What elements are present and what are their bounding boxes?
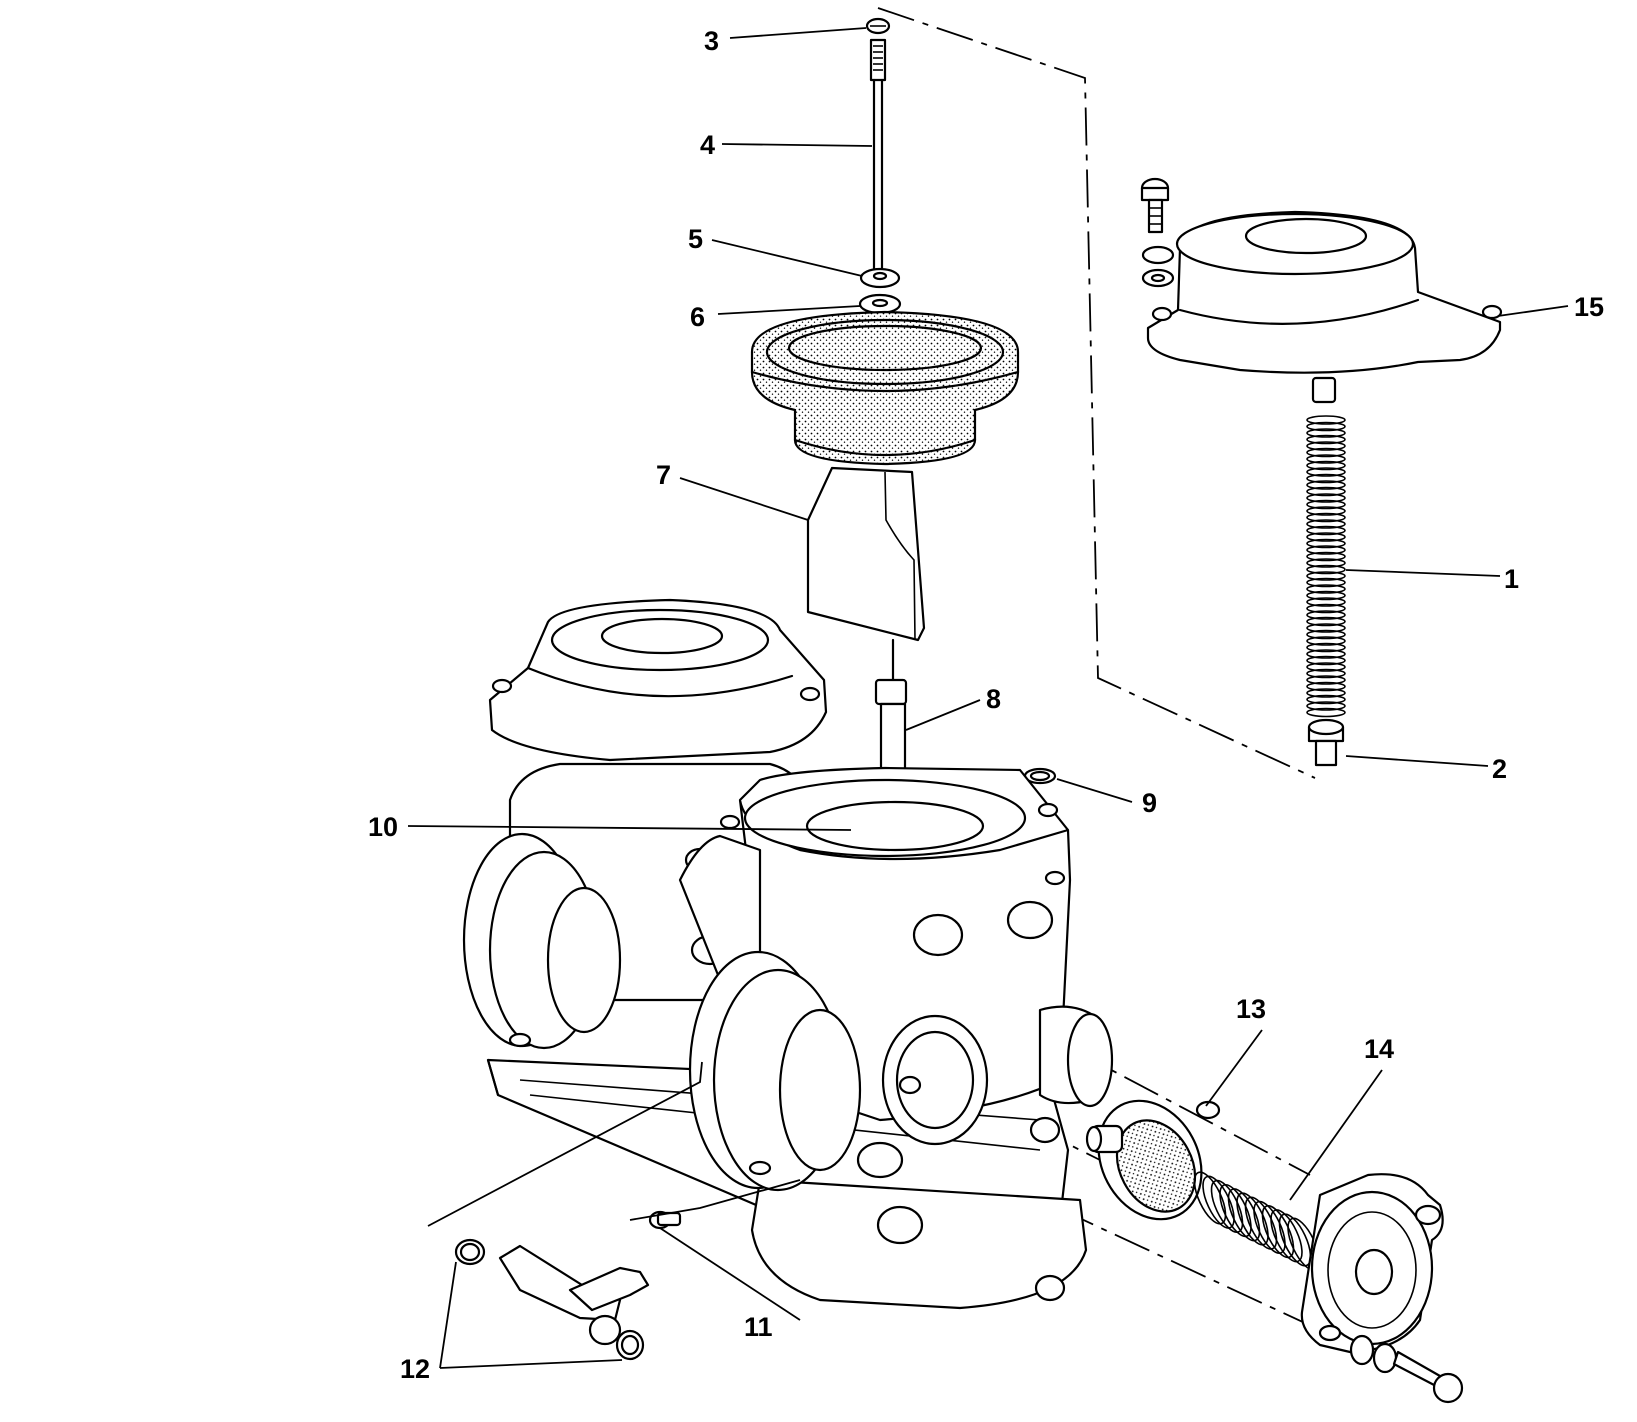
spring-coil xyxy=(1306,551,1346,562)
diaphragm-cover xyxy=(1300,1173,1444,1354)
spring-coil xyxy=(1306,473,1346,484)
part-15-cover-screw xyxy=(1140,177,1175,288)
spring-coil xyxy=(1270,1209,1303,1263)
spring-coil xyxy=(1306,636,1346,646)
spring-coil xyxy=(1306,597,1346,607)
spring-coil xyxy=(1306,655,1346,666)
spring-coil xyxy=(1278,1213,1312,1267)
spring-coil xyxy=(1306,538,1346,549)
spring-coil xyxy=(1306,694,1346,705)
spring-coil xyxy=(1306,467,1346,477)
spring-coil xyxy=(1306,616,1346,627)
spring-coil xyxy=(1306,480,1346,490)
spring-coil xyxy=(1306,512,1346,523)
spring-coil xyxy=(1306,590,1346,601)
spring-coil xyxy=(1306,571,1346,581)
callout-2: 2 xyxy=(1492,754,1507,784)
callout-8: 8 xyxy=(986,684,1001,714)
cover-screw-and-washers xyxy=(1349,1334,1464,1404)
spring-coil xyxy=(1306,493,1346,503)
callout-9: 9 xyxy=(1142,788,1157,818)
callout-3: 3 xyxy=(704,26,719,56)
leader-lines xyxy=(407,27,1569,1369)
callout-1: 1 xyxy=(1504,564,1519,594)
spring-coil xyxy=(1306,623,1346,633)
part-6-washer xyxy=(858,293,902,315)
part-2-spring-seat xyxy=(1307,718,1345,767)
spring-coil xyxy=(1306,545,1346,555)
callout-11: 11 xyxy=(744,1312,773,1342)
spring-coil xyxy=(1306,603,1346,614)
part-1-spring xyxy=(1306,415,1346,718)
part-13-diaphragm xyxy=(1085,1099,1221,1221)
carburetor-right-unit xyxy=(486,766,1114,1310)
spring-coil xyxy=(1306,675,1346,685)
callout-labels: 1 2 3 4 5 6 7 8 9 10 11 12 13 14 15 xyxy=(368,26,1604,1384)
spring-coil xyxy=(1306,447,1346,458)
spring-coil xyxy=(1306,499,1346,510)
callout-6: 6 xyxy=(690,302,705,332)
part-5-washer xyxy=(859,267,901,289)
part-9-o-ring xyxy=(1023,767,1057,785)
part-7-vacuum-piston xyxy=(750,310,1020,682)
spring-coil xyxy=(1306,649,1346,659)
spring-coil xyxy=(1306,421,1346,432)
spring-coil xyxy=(1306,441,1346,451)
callout-4: 4 xyxy=(700,130,715,160)
spring-coil xyxy=(1306,460,1346,471)
spring-coil xyxy=(1306,415,1346,425)
spring-coil xyxy=(1306,707,1346,718)
spring-coil xyxy=(1306,668,1346,679)
spring-coil xyxy=(1306,506,1346,516)
spring-coil xyxy=(1306,564,1346,575)
spring-coil xyxy=(1306,519,1346,529)
callout-7: 7 xyxy=(656,460,671,490)
callout-14: 14 xyxy=(1364,1034,1394,1064)
spring-coil xyxy=(1306,701,1346,711)
part-12-fitting-with-o-rings xyxy=(454,1238,650,1361)
spring-coil xyxy=(1306,532,1346,542)
callout-10: 10 xyxy=(368,812,398,842)
callout-13: 13 xyxy=(1236,994,1266,1024)
part-14-spring xyxy=(1193,1171,1320,1271)
spring-coil xyxy=(1306,688,1346,698)
callout-12: 12 xyxy=(400,1354,430,1384)
spring-coil xyxy=(1306,610,1346,620)
callout-5: 5 xyxy=(688,224,703,254)
part-3-clip xyxy=(865,17,891,35)
spring-coil xyxy=(1306,642,1346,653)
spring-coil xyxy=(1306,434,1346,445)
spring-coil xyxy=(1306,629,1346,640)
spring-coil xyxy=(1306,577,1346,588)
spring-coil xyxy=(1306,584,1346,594)
callout-15: 15 xyxy=(1574,292,1604,322)
spring-coil xyxy=(1306,662,1346,672)
part-4-jet-needle xyxy=(869,38,887,270)
spring-coil xyxy=(1306,486,1346,497)
spring-coil xyxy=(1306,428,1346,438)
part-15-top-cover xyxy=(1146,210,1503,404)
spring-coil xyxy=(1306,525,1346,536)
spring-coil xyxy=(1306,558,1346,568)
spring-coil xyxy=(1306,681,1346,692)
spring-coil xyxy=(1306,454,1346,464)
